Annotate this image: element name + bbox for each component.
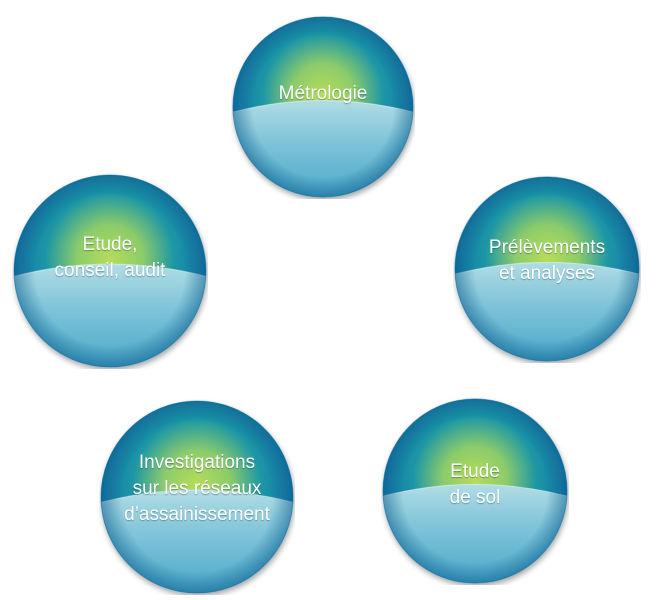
sphere-graphic — [231, 15, 415, 199]
node-investigations: Investigations sur les réseaux d’assaini… — [99, 399, 295, 595]
node-etude-sol: Etude de sol — [381, 397, 569, 585]
node-etude-conseil: Etude, conseil, audit — [12, 173, 208, 369]
sphere-graphic — [453, 175, 641, 363]
node-prelevements: Prélèvements et analyses — [453, 175, 641, 363]
sphere-graphic — [12, 173, 208, 369]
node-metrologie: Métrologie — [231, 15, 415, 199]
sphere-graphic — [99, 399, 295, 595]
sphere-graphic — [381, 397, 569, 585]
